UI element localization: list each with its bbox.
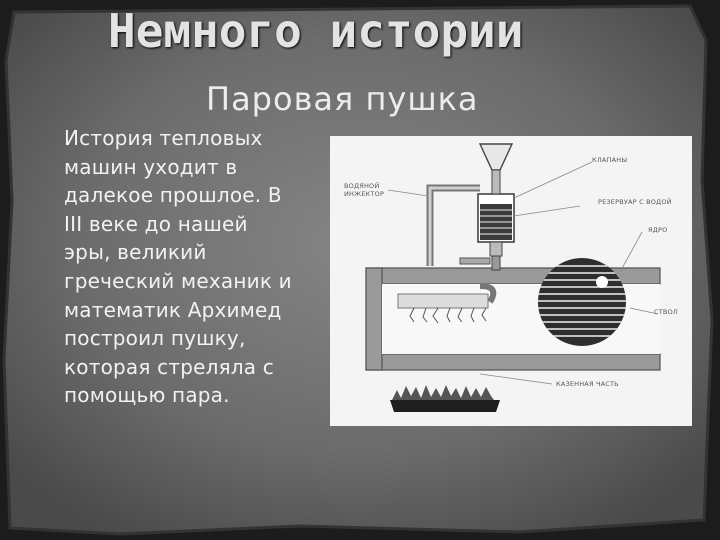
fire-burner	[390, 385, 500, 412]
body-line: греческий механик и	[64, 268, 292, 293]
leader-lines	[387, 161, 659, 385]
label-valves: КЛАПАНЫ	[592, 156, 627, 164]
body-line: эры, великий	[64, 240, 207, 265]
label-barrel: СТВОЛ	[654, 308, 678, 316]
body-line: построил пушку,	[64, 326, 246, 351]
steam-cannon-diagram: КЛАПАНЫ ВОДЯНОЙ ИНЖЕКТОР РЕЗЕРВУАР С ВОД…	[330, 136, 692, 426]
body-paragraph: История тепловых машин уходит в далекое …	[64, 124, 344, 410]
body-line: далекое прошлое. В	[64, 183, 282, 208]
label-water-injector-1: ВОДЯНОЙ	[344, 181, 379, 190]
label-breech: КАЗЕННАЯ ЧАСТЬ	[556, 380, 619, 388]
body-line: III веке до нашей	[64, 211, 248, 236]
label-core: ЯДРО	[648, 226, 667, 234]
slide-title: Немного истории	[108, 4, 524, 58]
body-line: История тепловых	[64, 126, 263, 150]
steam-jets	[409, 307, 487, 324]
valves	[459, 143, 514, 271]
water-reservoir	[477, 193, 515, 243]
water-injector	[397, 184, 497, 309]
body-line: которая стреляла с	[64, 354, 274, 379]
body-line: математик Архимед	[64, 297, 282, 322]
label-water-injector-2: ИНЖЕКТОР	[344, 190, 384, 198]
slide-subtitle: Паровая пушка	[206, 80, 479, 118]
body-line: помощью пара.	[64, 383, 230, 408]
label-water-reservoir: РЕЗЕРВУАР С ВОДОЙ	[598, 197, 672, 206]
body-line: машин уходит в	[64, 154, 238, 179]
